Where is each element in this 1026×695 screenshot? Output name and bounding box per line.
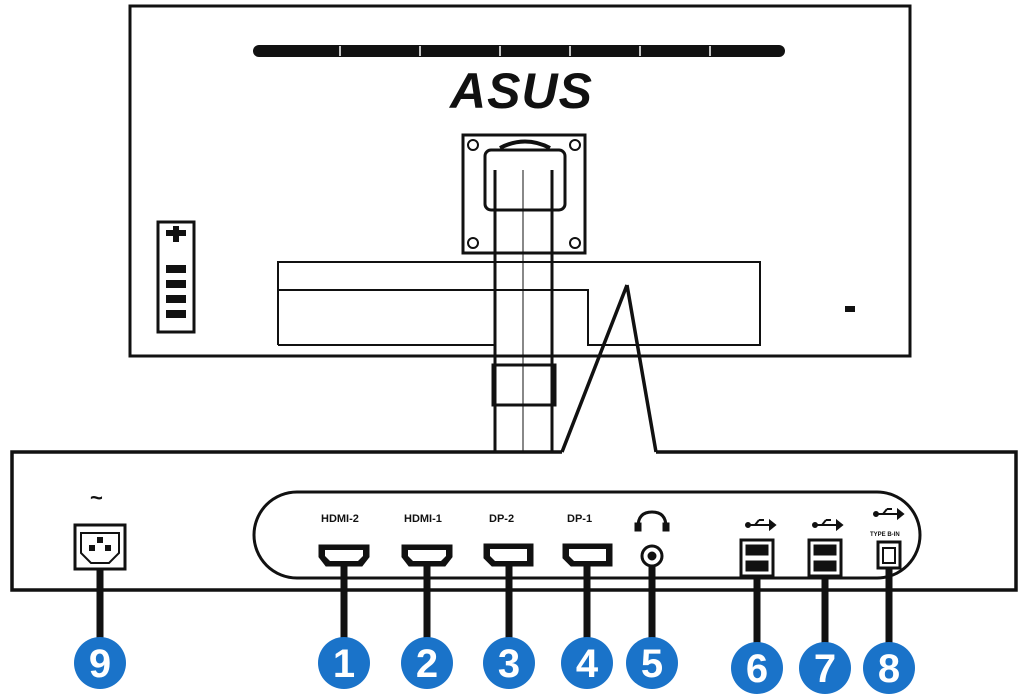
- stand-clip: [499, 139, 551, 150]
- callout-circle: [863, 642, 915, 694]
- callout-circle: [318, 637, 370, 689]
- headphone-icon: [636, 510, 668, 528]
- callout-7: 7: [799, 642, 851, 694]
- callout-number: 4: [576, 642, 599, 686]
- callout-circle: [561, 637, 613, 689]
- zoom-frame: [10, 450, 1018, 592]
- kensington-lock-icon: [845, 306, 855, 312]
- io-recess: [277, 261, 761, 346]
- callout-9: 9: [74, 637, 126, 689]
- port-label-hdmi-2: HDMI-2: [321, 513, 359, 525]
- port-label-dp-2: DP-2: [489, 513, 514, 525]
- usb-icon: [873, 507, 905, 521]
- control-button-cluster: [156, 220, 196, 334]
- callout-number: 6: [746, 647, 768, 691]
- vesa-screw: [569, 139, 581, 151]
- port-label-dp-1: DP-1: [567, 513, 592, 525]
- callout-4: 4: [561, 637, 613, 689]
- callout-3: 3: [483, 637, 535, 689]
- callout-number: 3: [498, 642, 520, 686]
- callout-6: 6: [731, 642, 783, 694]
- callout-circle: [731, 642, 783, 694]
- callout-number: 8: [878, 647, 900, 691]
- usb-icon: [812, 518, 844, 532]
- ac-power-symbol: ~: [90, 485, 103, 510]
- vent-segments: [339, 46, 711, 56]
- callout-circle: [799, 642, 851, 694]
- vesa-screw: [467, 237, 479, 249]
- callout-circle: [401, 637, 453, 689]
- ac-power-inlet: ~: [73, 485, 127, 571]
- callout-1: 1: [318, 637, 370, 689]
- stand-collar: [491, 363, 557, 407]
- callout-number: 7: [814, 647, 836, 691]
- port-icons: [318, 507, 905, 578]
- monitor-body: [128, 4, 912, 358]
- leader-lines: [96, 566, 893, 655]
- top-vent-bar: [253, 45, 785, 57]
- callout-2: 2: [401, 637, 453, 689]
- usb-b-port: [876, 540, 902, 570]
- callout-circle: [74, 637, 126, 689]
- callout-number: 5: [641, 642, 663, 686]
- vesa-screw: [569, 237, 581, 249]
- callout-5: 5: [626, 637, 678, 689]
- callout-circle: [626, 637, 678, 689]
- callout-number: 2: [416, 642, 438, 686]
- stand-hinge: [483, 148, 567, 212]
- port-label-type-b-in: TYPE B-IN: [870, 532, 900, 538]
- usb-icon: [745, 518, 777, 532]
- port-labels: HDMI-2 HDMI-1 DP-2 DP-1 TYPE B-IN: [321, 513, 900, 538]
- callout-number: 1: [333, 642, 355, 686]
- vesa-mount-plate: [461, 133, 587, 255]
- joystick-icon: [166, 226, 186, 318]
- callout-8: 8: [863, 642, 915, 694]
- vesa-screw: [467, 139, 479, 151]
- callout-zoom-lines: [560, 284, 658, 453]
- monitor-rear-view: ASUS: [128, 4, 912, 453]
- asus-logo: ASUS: [448, 63, 593, 119]
- callout-circle: [483, 637, 535, 689]
- callout-number: 9: [89, 642, 111, 686]
- port-label-hdmi-1: HDMI-1: [404, 513, 442, 525]
